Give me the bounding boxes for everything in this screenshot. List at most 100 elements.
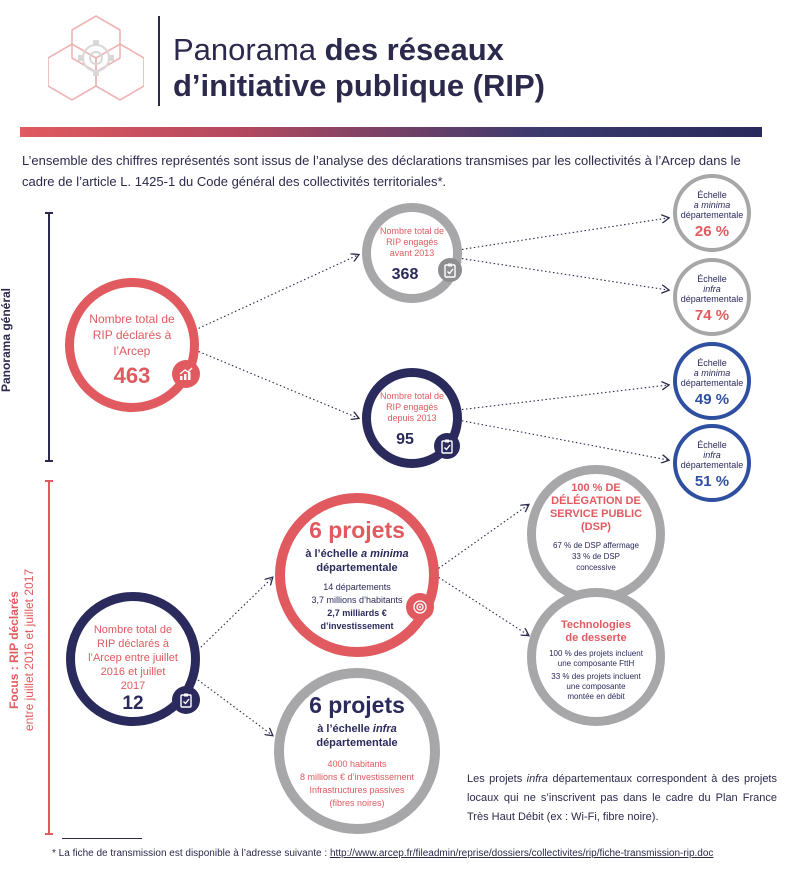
scale-value: 26 % bbox=[694, 223, 730, 240]
infra-d4: (fibres noires) bbox=[329, 798, 385, 808]
rip-since-2013-label: Nombre total de RIP engagés depuis 2013 bbox=[379, 391, 445, 423]
header-gradient-bar bbox=[20, 127, 762, 137]
scale-suffix: départementale bbox=[680, 378, 744, 388]
clipboard-check-icon bbox=[172, 686, 200, 714]
scale-label: Échelle infra départementale bbox=[677, 440, 747, 470]
scale-value: 51 % bbox=[694, 473, 730, 490]
intro-text: L’ensemble des chiffres représentés sont… bbox=[22, 153, 741, 189]
scale-suffix: départementale bbox=[680, 460, 744, 470]
gear-hexagon-logo-icon bbox=[48, 15, 144, 101]
dsp-t4: (DSP) bbox=[581, 521, 611, 533]
minima-d2: 3,7 millions d’habitants bbox=[311, 595, 403, 605]
minima-line2: départementale bbox=[316, 562, 398, 574]
panorama-side-rule bbox=[48, 212, 50, 462]
dsp-circle: 100 % DE DÉLÉGATION DE SERVICE PUBLIC (D… bbox=[527, 465, 665, 603]
technologies-circle: Technologies de desserte 100 % des proje… bbox=[527, 588, 665, 726]
focus-side-cap-top bbox=[45, 480, 53, 482]
page-title-line-2: d’initiative publique (RIP) bbox=[173, 68, 545, 103]
infra-note: Les projets infra départementaux corresp… bbox=[467, 770, 777, 827]
infra-d3: Infrastructures passives bbox=[309, 785, 405, 795]
rip-before-2013-value: 368 bbox=[391, 266, 419, 283]
tech-d4: une composante bbox=[566, 682, 626, 691]
scale-italic: a minima bbox=[693, 368, 731, 378]
rip-total-value: 463 bbox=[113, 363, 151, 388]
focus-total-value: 12 bbox=[122, 693, 144, 714]
focus-infra-circle: 6 projets à l’échelle infra départementa… bbox=[274, 668, 440, 834]
focus-side-cap-bottom bbox=[45, 833, 53, 835]
clipboard-check-icon bbox=[438, 258, 462, 282]
dsp-t1: 100 % DE bbox=[571, 482, 621, 494]
scale-label: Échelle a minima départementale bbox=[677, 190, 747, 220]
scale-value: 49 % bbox=[694, 391, 730, 408]
tech-t2: de desserte bbox=[565, 632, 627, 644]
scale-prefix: Échelle bbox=[697, 190, 727, 200]
focus-side-rule bbox=[48, 480, 50, 835]
minima-d1: 14 départements bbox=[323, 582, 391, 592]
scale-italic: infra bbox=[703, 284, 721, 294]
dsp-title: 100 % DE DÉLÉGATION DE SERVICE PUBLIC (D… bbox=[536, 482, 656, 534]
scale-italic: infra bbox=[703, 450, 721, 460]
note-italic: infra bbox=[526, 773, 549, 785]
rip-since-2013-circle: Nombre total de RIP engagés depuis 2013 … bbox=[362, 368, 462, 468]
note-pre: Les projets bbox=[467, 773, 527, 785]
header-divider bbox=[158, 16, 160, 106]
focus-total-label: Nombre total de RIP déclarés à l’Arcep e… bbox=[88, 624, 178, 692]
clipboard-check-icon bbox=[434, 433, 460, 459]
infra-italic: infra bbox=[372, 723, 397, 735]
rip-before-2013-label: Nombre total de RIP engagés avant 2013 bbox=[379, 226, 445, 258]
rip-since-2013-value: 95 bbox=[396, 431, 414, 448]
minima-details: 14 départements 3,7 millions d’habitants… bbox=[285, 581, 429, 633]
scale-infra-before-circle: Échelle infra départementale 74 % bbox=[673, 258, 751, 336]
panorama-side-cap-bottom bbox=[45, 460, 53, 462]
scale-infra-since-circle: Échelle infra départementale 51 % bbox=[673, 424, 751, 502]
minima-d4: d’investissement bbox=[320, 621, 394, 631]
scale-label: Échelle infra départementale bbox=[677, 274, 747, 304]
footnote-link[interactable]: http://www.arcep.fr/fileadmin/reprise/do… bbox=[329, 848, 714, 859]
dsp-t2: DÉLÉGATION DE bbox=[551, 495, 641, 507]
infra-scale: à l’échelle infra départementale bbox=[284, 722, 430, 750]
page-title-line-1: Panorama des réseaux bbox=[173, 32, 504, 67]
dsp-t3: SERVICE PUBLIC bbox=[549, 508, 643, 520]
note-post: départementaux correspondent à des proje… bbox=[467, 773, 777, 823]
tech-t1: Technologies bbox=[560, 619, 632, 631]
minima-headline: 6 projets bbox=[309, 517, 405, 543]
tech-d1: 100 % des projets incluent bbox=[549, 649, 643, 658]
scale-prefix: Échelle bbox=[697, 274, 727, 284]
infra-d1: 4000 habitants bbox=[327, 759, 387, 769]
rip-total-label: Nombre total de RIP déclarés à l’Arcep bbox=[89, 312, 175, 358]
minima-scale: à l’échelle a minima départementale bbox=[285, 547, 429, 575]
scale-minima-since-circle: Échelle a minima départementale 49 % bbox=[673, 342, 751, 420]
footnote-text: * La fiche de transmission est disponibl… bbox=[52, 848, 330, 859]
scale-italic: a minima bbox=[693, 200, 731, 210]
tech-d2: une composante FttH bbox=[557, 659, 635, 668]
scale-suffix: départementale bbox=[680, 210, 744, 220]
rip-total-circle: Nombre total de RIP déclarés à l’Arcep 4… bbox=[65, 278, 199, 412]
target-icon bbox=[406, 593, 434, 621]
rip-before-2013-circle: Nombre total de RIP engagés avant 2013 3… bbox=[362, 203, 462, 303]
minima-d3: 2,7 milliards € bbox=[327, 608, 387, 618]
infra-line2: départementale bbox=[316, 737, 398, 749]
dsp-details: 67 % de DSP affermage 33 % de DSP conces… bbox=[536, 540, 656, 573]
footnote-rule bbox=[62, 838, 142, 839]
chart-up-icon bbox=[172, 360, 200, 388]
focus-minima-circle: 6 projets à l’échelle a minima départeme… bbox=[275, 493, 439, 657]
tech-details: 100 % des projets incluent une composant… bbox=[536, 649, 656, 702]
infra-d2: 8 millions € d’investissement bbox=[299, 772, 415, 782]
panorama-side-cap-top bbox=[45, 212, 53, 214]
tech-d5: montée en débit bbox=[567, 692, 625, 701]
scale-suffix: départementale bbox=[680, 294, 744, 304]
infra-headline: 6 projets bbox=[309, 692, 405, 718]
minima-line1: à l’échelle bbox=[305, 548, 361, 560]
footnote: * La fiche de transmission est disponibl… bbox=[52, 848, 713, 859]
scale-minima-before-circle: Échelle a minima départementale 26 % bbox=[673, 174, 751, 252]
minima-italic: a minima bbox=[360, 548, 409, 560]
scale-prefix: Échelle bbox=[697, 440, 727, 450]
dsp-d3: concessive bbox=[576, 563, 616, 572]
scale-value: 74 % bbox=[694, 307, 730, 324]
infra-details: 4000 habitants 8 millions € d’investisse… bbox=[284, 758, 430, 810]
dsp-d2: 33 % de DSP bbox=[571, 552, 621, 561]
dsp-d1: 67 % de DSP affermage bbox=[553, 541, 639, 550]
tech-title: Technologies de desserte bbox=[536, 619, 656, 645]
tech-d3: 33 % des projets incluent bbox=[551, 672, 641, 681]
